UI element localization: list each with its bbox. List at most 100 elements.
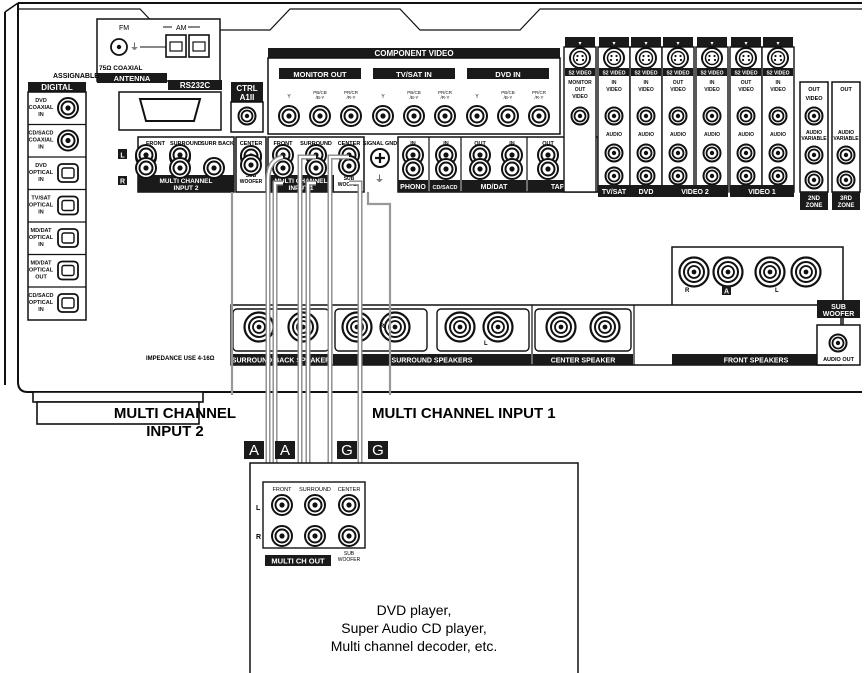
surround-r-pos-terminal[interactable] [379, 311, 411, 343]
digital-2-optical-jack[interactable] [57, 163, 79, 183]
mddat-r-jack-1[interactable] [501, 158, 523, 180]
mddat-r-jack-0[interactable] [469, 158, 491, 180]
player-surround-r-jack[interactable] [304, 525, 326, 547]
signal-gnd-terminal[interactable] [370, 148, 390, 168]
col-1-video-jack[interactable] [604, 106, 624, 126]
cv-1-jack-0[interactable] [372, 105, 394, 127]
col-0-video-jack[interactable] [570, 106, 590, 126]
player-center-jack[interactable] [338, 494, 360, 516]
digital-0-coaxial-jack[interactable] [57, 97, 79, 119]
player-sub-woofer-jack[interactable] [338, 525, 360, 547]
cv-0-jack-2[interactable] [340, 105, 362, 127]
col-3-audio-l-jack[interactable] [668, 143, 688, 163]
surround-r-neg-terminal[interactable] [341, 311, 373, 343]
surround-l-pos-terminal[interactable] [482, 311, 514, 343]
col-5-audio-r-jack[interactable] [736, 166, 756, 186]
digital-6-name: CD/SACD [28, 293, 53, 299]
col-5-audio-l-jack[interactable] [736, 143, 756, 163]
col-1-audio-r-jack[interactable] [604, 166, 624, 186]
zone2-variable-label: VARIABLE [801, 136, 827, 142]
col-2-audio-l-jack[interactable] [636, 143, 656, 163]
mddat-io_in-label: IN [509, 141, 515, 147]
digital-3-optical-jack[interactable] [57, 195, 79, 216]
front-speakers-label: FRONT SPEAKERS [724, 358, 789, 365]
mc2-sub-woofer-jack[interactable] [240, 154, 262, 176]
col-4-s2-video-jack[interactable] [701, 47, 723, 69]
cv-1-jack-1[interactable] [403, 105, 425, 127]
col-6-audio-l-jack[interactable] [768, 143, 788, 163]
phono-r-jack-0[interactable] [402, 158, 424, 180]
signal-gnd-label: SIGNAL GND [363, 141, 397, 147]
digital-5-optical-jack[interactable] [57, 260, 79, 281]
ctrl-a1-jack[interactable] [237, 106, 257, 126]
col-1-s2-video-jack[interactable] [603, 47, 625, 69]
col-4-audio-r-jack[interactable] [702, 166, 722, 186]
mc2-front-r-jack[interactable] [135, 157, 157, 179]
col-6-audio-r-jack[interactable] [768, 166, 788, 186]
col-1-mid1-label: IN [612, 80, 617, 86]
cv-1-jack-2[interactable] [434, 105, 456, 127]
digital-6-optical-jack[interactable] [57, 293, 79, 313]
surround-l-neg-terminal[interactable] [444, 311, 476, 343]
speaker-a-mark: A [724, 289, 729, 296]
center-pos-terminal[interactable] [589, 311, 621, 343]
surround-back-b-terminal[interactable] [287, 311, 319, 343]
col-4-audio-l-jack[interactable] [702, 143, 722, 163]
col-2-video-jack[interactable] [636, 106, 656, 126]
col-2-audio-r-jack[interactable] [636, 166, 656, 186]
front-speaker-a-l-neg-terminal[interactable] [754, 256, 786, 288]
player-front-r-jack[interactable] [271, 525, 293, 547]
front-speaker-a-r-neg-terminal[interactable] [678, 256, 710, 288]
cv-2-jack-2[interactable] [528, 105, 550, 127]
col-4-mid2-label: VIDEO [704, 87, 720, 93]
col-0-mid2-label: OUT [575, 87, 586, 93]
rs232c-port[interactable] [138, 98, 202, 122]
player-front-l-jack[interactable] [271, 494, 293, 516]
col-4-video-jack[interactable] [702, 106, 722, 126]
component-video-section: COMPONENT VIDEO MONITOR OUT TV/SAT IN DV… [267, 48, 561, 135]
ctrl-label: CTRL [236, 84, 257, 93]
cable-label-2-box [337, 441, 357, 459]
mc1-surround-r-jack[interactable] [305, 157, 327, 179]
zone2-audio-r-jack[interactable] [804, 170, 824, 190]
col-5-s2-video-jack[interactable] [735, 47, 757, 69]
col-6-s2-video-jack[interactable] [767, 47, 789, 69]
subwoofer-out-jack[interactable] [828, 333, 848, 353]
col-2-s2-label: S2 VIDEO [634, 71, 657, 77]
col-5-video-jack[interactable] [736, 106, 756, 126]
front-speaker-a-r-pos-terminal[interactable] [712, 256, 744, 288]
col-2-s2-video-jack[interactable] [635, 47, 657, 69]
col-1-audio-l-jack[interactable] [604, 143, 624, 163]
front-speaker-a-l-pos-terminal[interactable] [790, 256, 822, 288]
cv-2-jack-1[interactable] [497, 105, 519, 127]
cv-0-jack-1[interactable] [309, 105, 331, 127]
cv-2-jack-0[interactable] [466, 105, 488, 127]
col-3-s2-video-jack[interactable] [667, 47, 689, 69]
cdsacd-r-jack-0[interactable] [435, 158, 457, 180]
center-neg-terminal[interactable] [545, 311, 577, 343]
col-6-mid1-label: IN [776, 80, 781, 86]
digital-2-name: DVD [35, 163, 47, 169]
col-3-video-jack[interactable] [668, 106, 688, 126]
digital-4-optical-jack[interactable] [57, 228, 79, 248]
zone-outputs: OUT VIDEO AUDIO VARIABLE 2ND ZONE OUT AU… [799, 81, 861, 210]
player-surround-l-jack[interactable] [304, 494, 326, 516]
tape-r-jack-0[interactable] [537, 158, 559, 180]
mc2-surr-back-jack[interactable] [203, 157, 225, 179]
col-3-audio-r-jack[interactable] [668, 166, 688, 186]
zone3-audio-r-jack[interactable] [836, 170, 856, 190]
mc2-callout-line2: INPUT 2 [146, 423, 204, 440]
cv-0-jack-0[interactable] [278, 105, 300, 127]
surround-speakers-label: SURROUND SPEAKERS [392, 358, 473, 365]
mc2-surround-r-jack[interactable] [169, 157, 191, 179]
cv-2-pr-label: PR/CR [532, 90, 547, 95]
col-6-s2-label: S2 VIDEO [766, 71, 789, 77]
col-0-s2-video-jack[interactable] [569, 47, 591, 69]
zone3-audio-l-jack[interactable] [836, 145, 856, 165]
digital-1-coaxial-jack[interactable] [57, 129, 79, 152]
col-6-video-jack[interactable] [768, 106, 788, 126]
ctrl-a1-section: CTRL A1II [230, 82, 264, 133]
zone2-video-jack[interactable] [804, 106, 824, 126]
zone2-audio-l-jack[interactable] [804, 145, 824, 165]
